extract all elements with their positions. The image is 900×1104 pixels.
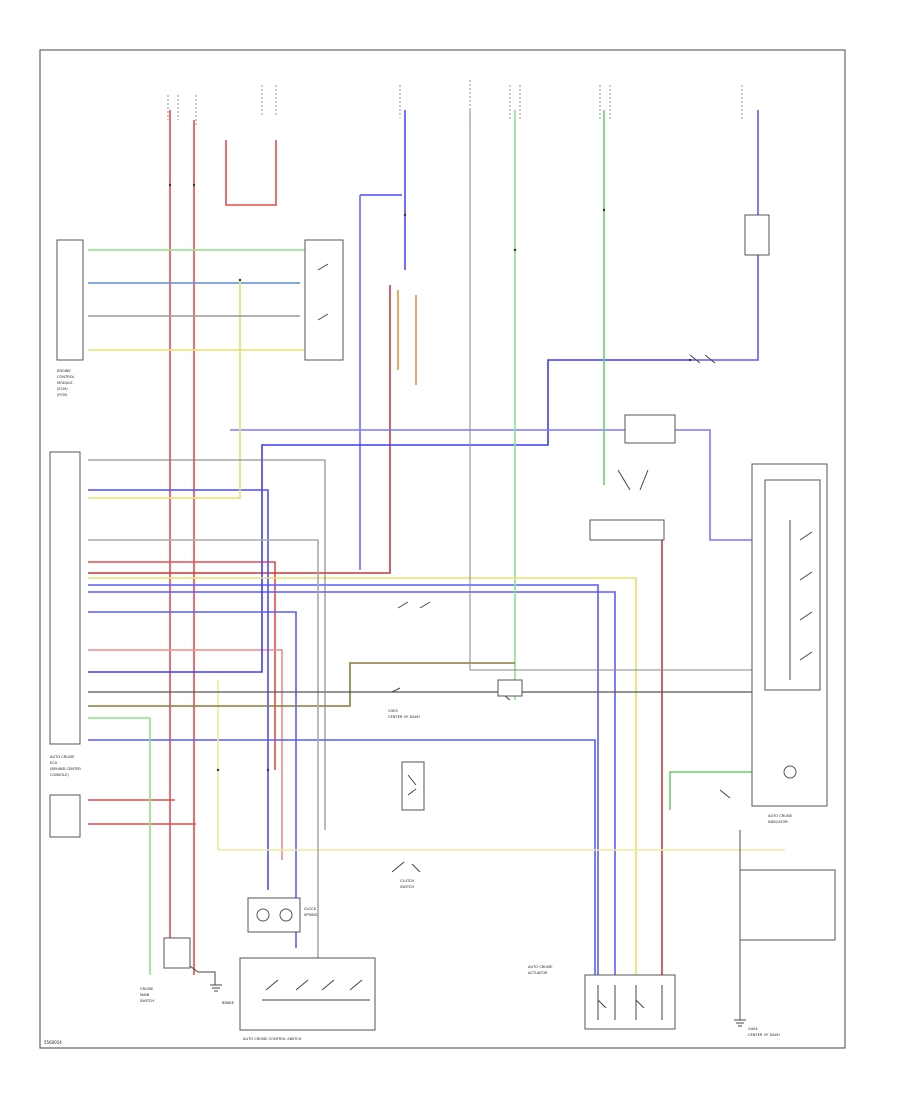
junction-box [624,414,676,444]
wire-red-loop [225,140,277,206]
wire-blue-5 [88,584,599,975]
wire-blue-10 [88,611,297,948]
auto-cruise-actuator: AUTO CRUISE ACTUATOR [528,965,676,1030]
control-switch-box [239,957,376,1031]
clock-spring: CLOCK SPRING [247,897,318,933]
footer-code: 5560054 [44,1040,62,1045]
ground-label-1: BRAKE [222,1001,235,1005]
ecm-label-4: (ECM) [57,387,68,391]
wire-green-4 [88,717,151,975]
actuator-label-1: AUTO CRUISE [528,965,553,969]
clutch-label-2: SWITCH [400,885,414,889]
ecu-label-1: AUTO CRUISE [50,755,75,759]
wire-blue-6 [88,359,690,673]
throttle-sensor-box [304,239,344,361]
ground-center-label-2: CENTER OF DASH [388,715,420,719]
wire-yellow-4 [217,680,785,851]
ecm-label-5: (PCM) [57,393,68,397]
lower-left-connector [49,794,81,838]
control-switch-label: AUTO CRUISE CONTROL SWITCH [243,1037,302,1041]
right-switch-body [744,214,770,256]
ecm-label-3: MODULE [57,381,73,385]
ecu-connector [49,451,81,745]
brake-switch-body [401,761,425,811]
ecu-label-4: CONSOLE) [50,773,69,777]
main-switch-label-1: CRUISE [140,987,154,991]
wire-blue-7 [690,110,759,361]
ecm-connector [56,239,84,361]
indicator-lamp [783,765,797,779]
wire-grey-4 [88,459,326,830]
wire-yellow-2 [88,280,241,499]
center-relay [497,679,523,697]
wire-blue-11 [88,489,269,890]
clock-spring-label-1: CLOCK [304,907,317,911]
main-switch-label-2: MAIN [140,993,150,997]
wire-blue-8 [230,429,755,541]
wire-pink-1 [88,649,283,860]
wire-grey-2 [88,539,319,965]
clock-spring-body [247,897,301,933]
indicator-label-1: AUTO CRUISE [768,814,793,818]
cruise-unit-connector [589,519,665,541]
main-switch: CRUISE MAIN SWITCH [140,937,216,1003]
wire-green-5 [669,771,755,810]
ecu-label-3: (BEHIND CENTER [50,767,81,771]
ecm-label-1: ENGINE [57,369,71,373]
ground-right-label-2: CENTER OF DASH [748,1033,780,1037]
ground-right-label-1: G404 [748,1027,758,1031]
ground-center-label-1: G303 [388,709,398,713]
main-switch-label-3: SWITCH [140,999,154,1003]
right-small-switch [624,214,770,799]
wire-red-3 [88,561,276,770]
clutch-label-1: CLUTCH [400,879,414,883]
wire-yellow-3 [88,577,637,975]
wire-blue-4 [88,591,616,975]
wire-red-6 [88,285,391,574]
indicator-inner [764,479,821,691]
clock-spring-label-2: SPRING [304,913,318,917]
wires [88,110,820,1020]
wire-grey-3 [469,110,760,671]
center-components [391,469,665,873]
engine-control-module: ENGINE CONTROL MODULE (ECM) (PCM) [56,239,84,397]
auto-cruise-ecu: AUTO CRUISE ECU (BEHIND CENTER CONSOLE) [49,451,81,777]
wire-brown-1 [88,662,515,707]
indicator-label-2: INDICATOR [768,820,788,824]
main-switch-body [163,937,191,969]
ecm-label-2: CONTROL [57,375,75,379]
right-lower-module [739,869,836,941]
right-lower-box [739,869,836,941]
actuator-label-2: ACTUATOR [528,971,548,975]
lower-left-module [49,794,81,838]
auto-cruise-control-switch: AUTO CRUISE CONTROL SWITCH [239,957,376,1041]
grounds: BRAKE G404 CENTER OF DASH CLUTCH SWITCH … [210,709,780,1037]
ecu-label-2: ECU [50,761,58,765]
sensor-box [304,239,344,361]
wire-blue-9 [88,739,596,975]
diagram-frame [39,49,846,1049]
auto-cruise-indicator: AUTO CRUISE INDICATOR [751,463,828,824]
